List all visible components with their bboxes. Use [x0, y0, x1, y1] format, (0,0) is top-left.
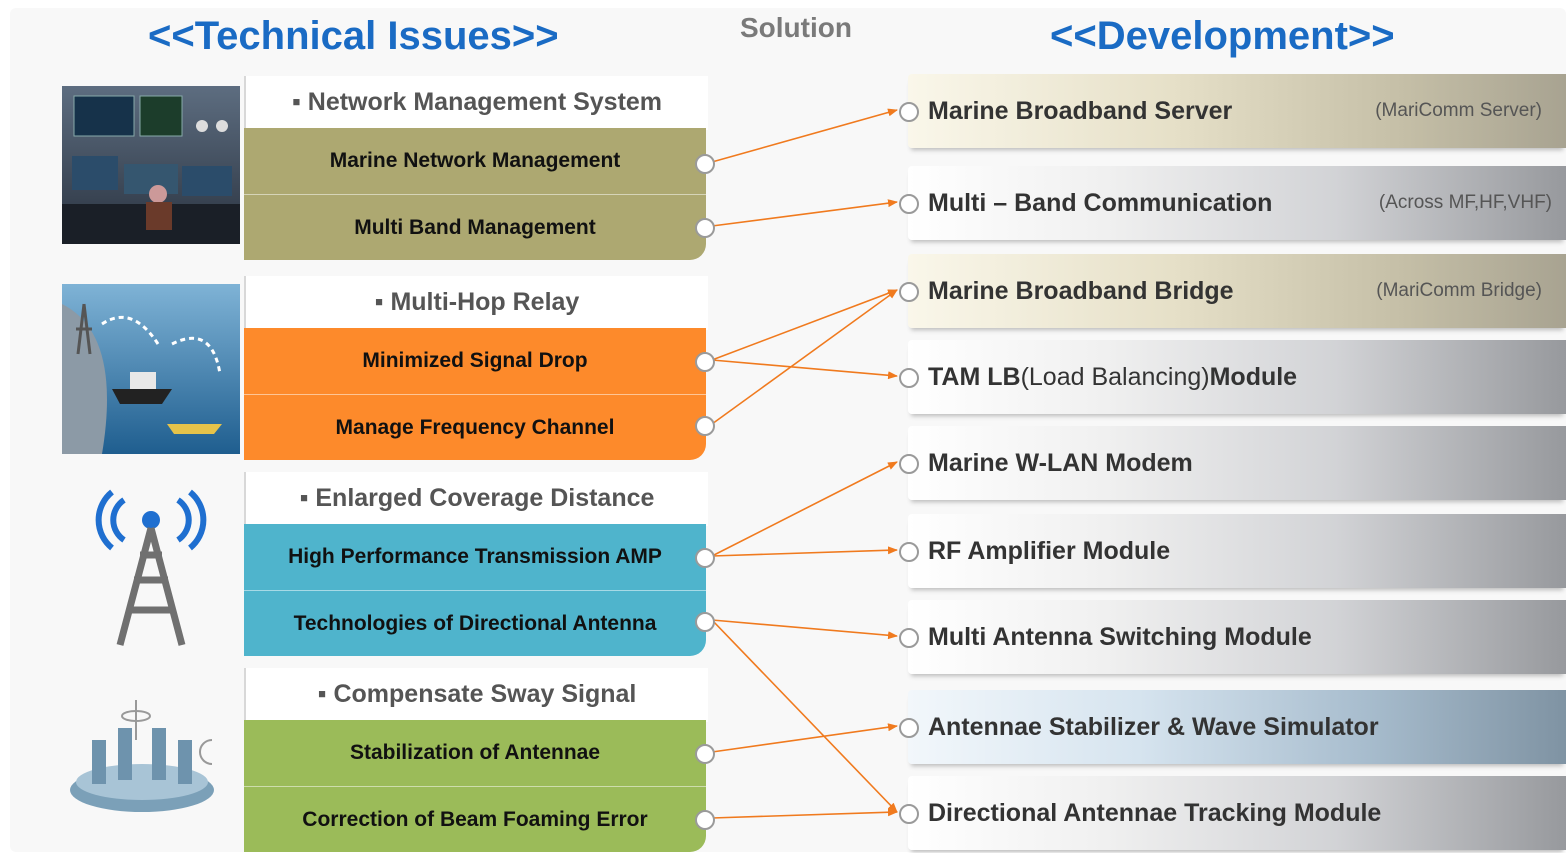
issue-connector-dot [695, 352, 715, 372]
dev-marine-broadband-bridge: Marine Broadband Bridge (MariComm Bridge… [908, 254, 1566, 328]
connection-arrow [711, 461, 898, 557]
dev-multi-band-communication: Multi – Band Communication (Across MF,HF… [908, 166, 1566, 240]
issue-item: High Performance Transmission AMP [288, 545, 662, 568]
category-multi-hop-relay: ▪ Multi-Hop Relay [244, 276, 708, 330]
dev-connector-dot [899, 628, 919, 648]
issue-connector-dot [695, 416, 715, 436]
multi-hop-relay-image [62, 284, 240, 454]
category-coverage-distance: ▪ Enlarged Coverage Distance [244, 472, 708, 526]
dev-multi-antenna-switching: Multi Antenna Switching Module [908, 600, 1566, 674]
issue-item: Minimized Signal Drop [362, 349, 588, 372]
dev-connector-dot [899, 194, 919, 214]
stabilizer-platform-image [70, 700, 214, 812]
dev-connector-dot [899, 718, 919, 738]
connection-arrow [711, 723, 898, 753]
issue-item: Multi Band Management [244, 194, 706, 261]
issue-block-coverage: High Performance Transmission AMP Techno… [244, 524, 706, 656]
connection-arrow [711, 199, 898, 227]
dev-rf-amplifier-module: RF Amplifier Module [908, 514, 1566, 588]
issue-item: Manage Frequency Channel [244, 394, 706, 461]
issue-connector-dot [695, 218, 715, 238]
connection-arrow [711, 289, 898, 425]
dev-connector-dot [899, 282, 919, 302]
category-sway-signal: ▪ Compensate Sway Signal [244, 668, 708, 722]
connection-arrow [711, 289, 898, 361]
issue-block-relay: Minimized Signal Drop Manage Frequency C… [244, 328, 706, 460]
dev-connector-dot [899, 102, 919, 122]
connection-arrow [711, 359, 898, 380]
control-room-image [62, 86, 240, 244]
dev-marine-broadband-server: Marine Broadband Server (MariComm Server… [908, 74, 1566, 148]
issue-block-network: Marine Network Management Multi Band Man… [244, 128, 706, 260]
issue-connector-dot [695, 612, 715, 632]
dev-connector-dot [899, 542, 919, 562]
issue-item: Stabilization of Antennae [349, 741, 601, 764]
dev-marine-wlan-modem: Marine W-LAN Modem [908, 426, 1566, 500]
connection-arrow [711, 546, 898, 557]
antenna-tower-image [95, 489, 207, 646]
issue-item: Marine Network Management [329, 149, 621, 172]
issue-connector-dot [695, 154, 715, 174]
solution-label: Solution [740, 12, 852, 43]
issue-block-sway: Stabilization of Antennae Correction of … [244, 720, 706, 852]
dev-antennae-stabilizer: Antennae Stabilizer & Wave Simulator [908, 690, 1566, 764]
dev-directional-tracking: Directional Antennae Tracking Module [908, 776, 1566, 850]
issue-item: Correction of Beam Foaming Error [244, 786, 706, 853]
connection-arrow [711, 108, 898, 163]
connection-arrow [711, 808, 898, 819]
issue-connector-dot [695, 810, 715, 830]
issue-connector-dot [695, 548, 715, 568]
dev-connector-dot [899, 368, 919, 388]
dev-tam-lb-module: TAM LB(Load Balancing) Module [908, 340, 1566, 414]
dev-connector-dot [899, 454, 919, 474]
category-network-management: ▪ Network Management System [244, 76, 708, 130]
dev-connector-dot [899, 804, 919, 824]
connection-arrow [711, 619, 898, 813]
technical-issues-title: <<Technical Issues>> [148, 14, 559, 58]
development-title: <<Development>> [1050, 14, 1395, 58]
issue-connector-dot [695, 744, 715, 764]
issue-item: Technologies of Directional Antenna [244, 590, 706, 657]
connection-arrow [711, 619, 898, 640]
